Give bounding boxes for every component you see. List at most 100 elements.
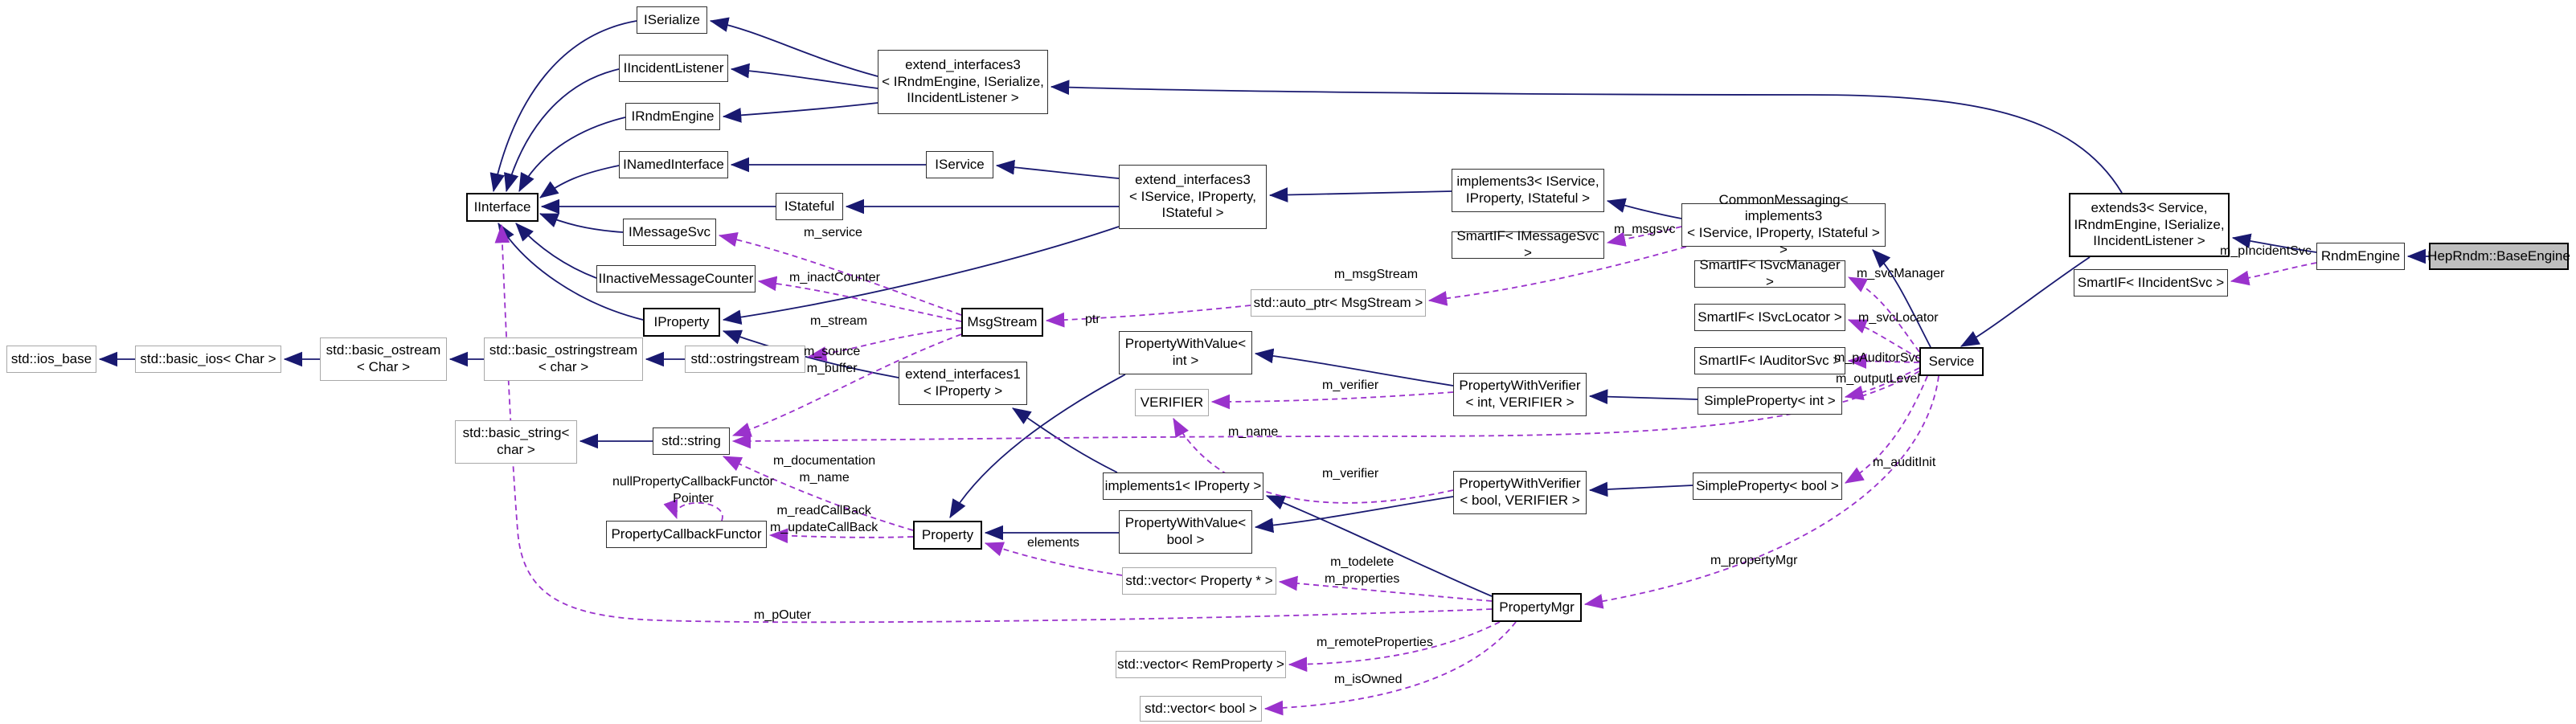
edge-label-m_inactCounter: m_inactCounter [789,271,880,284]
class-node-label: IInterface [473,198,531,215]
edge-pwv_int-property [949,374,1126,519]
class-node-label: SmartIF< IIncidentSvc > [2077,274,2225,290]
edge-label-m_svcLocator: m_svcLocator [1858,311,1939,325]
class-node-ostringstream[interactable]: std::ostringstream [685,346,805,373]
edge-label-m_msgsvc: m_msgsvc [1614,223,1676,236]
edge-label-m_todelete_properties: m_todelete m_properties [1325,555,1400,586]
class-node-label: SimpleProperty< int > [1704,392,1836,408]
class-node-label: extend_interfaces1 < IProperty > [905,366,1021,399]
edge-service-simpleprop_int [1844,367,1920,401]
edge-label-nullPropertyCallbackFunctorPointer: nullPropertyCallbackFunctor Pointer [612,475,774,505]
class-node-label: Service [1928,353,1975,369]
class-node-verifier[interactable]: VERIFIER [1135,389,1209,416]
class-node-ext3_top[interactable]: extend_interfaces3 < IRndmEngine, ISeria… [878,50,1048,114]
class-node-irndmengine[interactable]: IRndmEngine [625,103,720,130]
class-node-pwv_bool[interactable]: PropertyWithValue< bool > [1119,510,1252,554]
class-node-iserialize[interactable]: ISerialize [637,6,707,34]
class-node-stdstring[interactable]: std::string [653,427,730,455]
class-node-callbackfunctor[interactable]: PropertyCallbackFunctor [606,521,767,548]
class-node-heprndm[interactable]: HepRndm::BaseEngine [2427,243,2570,270]
class-node-iincidentlistener[interactable]: IIncidentListener [619,55,728,82]
class-node-smartif_isvclocator[interactable]: SmartIF< ISvcLocator > [1694,304,1845,331]
class-node-ios_base[interactable]: std::ios_base [6,346,96,373]
class-node-label: extends3< Service, IRndmEngine, ISeriali… [2074,199,2225,249]
class-node-iinactivemessagecounter[interactable]: IInactiveMessageCounter [596,265,756,292]
class-node-basic_ios[interactable]: std::basic_ios< Char > [135,346,281,373]
edge-label-m_stream: m_stream [810,314,868,328]
edge-pwverifier_bool-pwv_bool [1254,496,1454,534]
edge-label-m_source_buffer: m_source m_buffer [804,345,861,375]
class-node-inamedinterface[interactable]: INamedInterface [619,151,728,178]
class-node-autoptr_msgstream[interactable]: std::auto_ptr< MsgStream > [1251,289,1426,317]
edge-propertymgr-iinterface [494,223,1493,624]
edge-label-m_name_service: m_name [1228,425,1279,439]
edge-propertymgr-implements1 [1265,495,1493,597]
class-node-smartif_iincidentsvc[interactable]: SmartIF< IIncidentSvc > [2074,269,2228,297]
class-node-vector_property[interactable]: std::vector< Property * > [1122,567,1276,595]
class-node-simpleprop_bool[interactable]: SimpleProperty< bool > [1693,472,1842,500]
edge-msgstream-iinactivemessagecounter [757,276,962,322]
class-node-iproperty[interactable]: IProperty [643,308,720,337]
edge-label-m_msgStream: m_msgStream [1334,268,1419,281]
class-node-implements1[interactable]: implements1< IProperty > [1103,472,1263,500]
edge-commonmessaging-implements3 [1606,198,1682,219]
class-node-iinterface[interactable]: IInterface [466,193,539,222]
edge-propertymgr-vector_remproperty [1288,621,1501,673]
edge-ext3_mid-iservice [995,159,1120,179]
edge-simpleprop_bool-pwverifier_bool [1588,481,1693,497]
class-node-pwverifier_bool[interactable]: PropertyWithVerifier < bool, VERIFIER > [1453,471,1587,514]
class-node-basic_ostringstream[interactable]: std::basic_ostringstream < char > [484,337,643,381]
edge-label-m_service: m_service [804,226,862,239]
class-node-label: PropertyMgr [1499,599,1575,615]
class-node-commonmessaging[interactable]: CommonMessaging< implements3 < IService,… [1681,192,1886,257]
edge-service-smartif_iauditorsvc [1847,354,1920,369]
edge-label-m_pIncidentSvc: m_pIncidentSvc [2220,244,2312,258]
edge-rndmengine-smartif_iincidentsvc [2230,262,2317,286]
edge-label-m_verifier_int: m_verifier [1322,378,1379,392]
class-node-smartif_imessagesvc[interactable]: SmartIF< IMessageSvc > [1452,228,1604,260]
class-node-label: PropertyWithValue< bool > [1124,515,1247,547]
class-node-label: extend_interfaces3 < IRndmEngine, ISeria… [882,56,1044,106]
class-node-label: IIncidentListener [623,59,724,76]
class-node-smartif_iauditorsvc[interactable]: SmartIF< IAuditorSvc > [1694,347,1845,374]
class-node-label: IRndmEngine [631,108,715,124]
class-node-simpleprop_int[interactable]: SimpleProperty< int > [1698,387,1842,415]
class-node-property[interactable]: Property [913,521,982,550]
class-node-msgstream[interactable]: MsgStream [961,308,1043,337]
class-node-vector_remproperty[interactable]: std::vector< RemProperty > [1116,651,1286,678]
class-node-basic_ostream[interactable]: std::basic_ostream < Char > [320,337,447,381]
edge-property-stdstring [722,456,914,531]
class-node-propertymgr[interactable]: PropertyMgr [1492,593,1582,622]
class-node-label: std::string [661,432,721,448]
class-node-implements3[interactable]: implements3< IService, IProperty, IState… [1452,169,1604,212]
edge-pwverifier_int-verifier [1210,391,1454,410]
class-node-label: PropertyWithValue< int > [1124,336,1247,368]
class-node-label: std::basic_ios< Char > [140,350,276,366]
edge-callbackfunctor-callbackfunctor [663,498,723,522]
class-node-label: IInactiveMessageCounter [598,270,754,286]
edge-label-m_verifier_bool: m_verifier [1322,467,1379,481]
class-node-label: std::basic_ostringstream < char > [489,342,638,374]
class-node-istateful[interactable]: IStateful [776,193,843,220]
edge-implements3-ext3_mid [1268,187,1452,202]
class-node-ext1_iproperty[interactable]: extend_interfaces1 < IProperty > [899,362,1027,405]
class-node-pwv_int[interactable]: PropertyWithValue< int > [1119,331,1252,374]
edge-label-m_documentation_name: m_documentation m_name [773,454,876,485]
class-node-smartif_isvcmanager[interactable]: SmartIF< ISvcManager > [1694,257,1845,289]
class-node-vector_bool[interactable]: std::vector< bool > [1140,696,1262,722]
class-node-label: implements3< IService, IProperty, IState… [1456,174,1599,206]
class-node-basic_string[interactable]: std::basic_string< char > [455,420,577,464]
edge-rndmengine-extends3 [2231,233,2317,253]
class-node-label: std::basic_ostream < Char > [326,342,441,374]
class-node-ext3_mid[interactable]: extend_interfaces3 < IService, IProperty… [1119,165,1267,229]
class-node-imessagesvc[interactable]: IMessageSvc [623,219,716,246]
class-node-iservice[interactable]: IService [926,151,993,178]
edge-service-propertymgr [1583,375,1939,609]
class-node-extends3[interactable]: extends3< Service, IRndmEngine, ISeriali… [2069,193,2230,257]
edge-propertymgr-vector_bool [1263,621,1517,716]
edge-label-m_isOwned: m_isOwned [1334,673,1403,686]
class-node-service[interactable]: Service [1919,347,1984,376]
class-node-rndmengine[interactable]: RndmEngine [2316,243,2405,270]
class-node-pwverifier_int[interactable]: PropertyWithVerifier < int, VERIFIER > [1453,373,1587,416]
edge-msgstream-imessagesvc [718,231,962,316]
